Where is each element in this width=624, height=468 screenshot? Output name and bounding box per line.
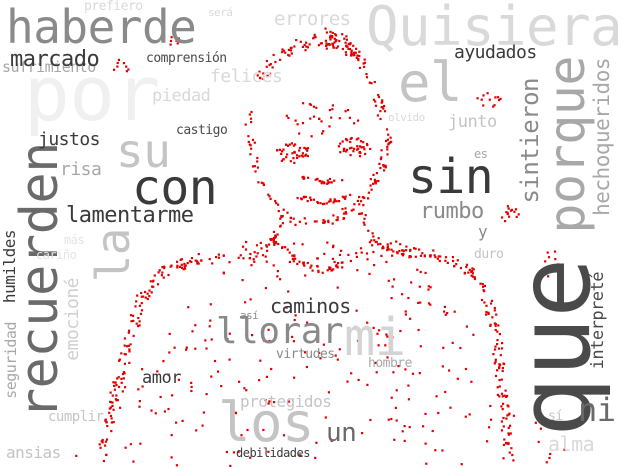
word-junto: junto (448, 112, 497, 132)
word-olvido: olvido (388, 111, 425, 124)
word-emocione: emocioné (62, 278, 83, 361)
word-errores: errores (274, 8, 351, 30)
word-su: su (116, 124, 171, 178)
word-humildes: humildes (0, 230, 19, 304)
word-hombre: hombre (368, 356, 412, 371)
word-mas: más (64, 233, 85, 247)
word-lamentarme: lamentarme (66, 203, 194, 228)
word-un: un (326, 418, 357, 448)
word-piedad: piedad (152, 86, 211, 106)
word-ayudados: ayudados (454, 42, 537, 63)
word-virtudes: virtudes (276, 347, 335, 362)
word-amor: amor (142, 368, 181, 388)
word-justos: justos (38, 129, 101, 150)
word-con: con (132, 160, 218, 216)
word-debilidades: debilidades (236, 446, 310, 460)
word-asi: así (240, 309, 259, 322)
word-por: por (24, 49, 160, 138)
word-si: sí (548, 409, 563, 424)
word-mi: mi (344, 308, 406, 368)
word-cumplir: cumplir (48, 409, 104, 425)
word-caminos: caminos (270, 294, 351, 318)
word-y: y (478, 222, 488, 241)
word-castigo: castigo (176, 123, 228, 138)
word-porque: porque (538, 56, 596, 234)
word-sufrimiento: sufrimiento (2, 58, 96, 76)
word-quisiera: Quisiera (366, 0, 623, 58)
word-felices: felices (210, 66, 283, 87)
word-protegidos: protegidos (240, 392, 332, 411)
word-la: la (86, 228, 140, 283)
word-hechoqueridos: hechoqueridos (590, 58, 614, 216)
word-prefiero: prefiero (84, 0, 143, 14)
word-los: los (218, 391, 315, 454)
word-sin: sin (408, 149, 494, 205)
word-sera: será (208, 6, 233, 19)
word-ansias: ansias (6, 443, 61, 462)
word-marcado: marcado (10, 47, 100, 72)
word-ni: ni (578, 391, 616, 429)
word-sintieron: sintieron (516, 78, 544, 204)
word-carino: cariño (36, 248, 77, 262)
word-alma: alma (548, 432, 595, 456)
word-interprete: interpreté (588, 272, 608, 370)
word-seguridad: seguridad (2, 322, 20, 399)
word-llorar: llorar (216, 311, 344, 352)
word-rumbo: rumbo (420, 199, 484, 224)
word-risa: risa (60, 159, 102, 180)
word-comprension: comprensión (146, 51, 227, 66)
word-duro: duro (474, 247, 504, 262)
word-es: es (474, 147, 488, 161)
word-haberde: haberde (6, 0, 197, 54)
word-el: el (398, 51, 463, 114)
word-recuerden: recuerden (10, 142, 70, 420)
